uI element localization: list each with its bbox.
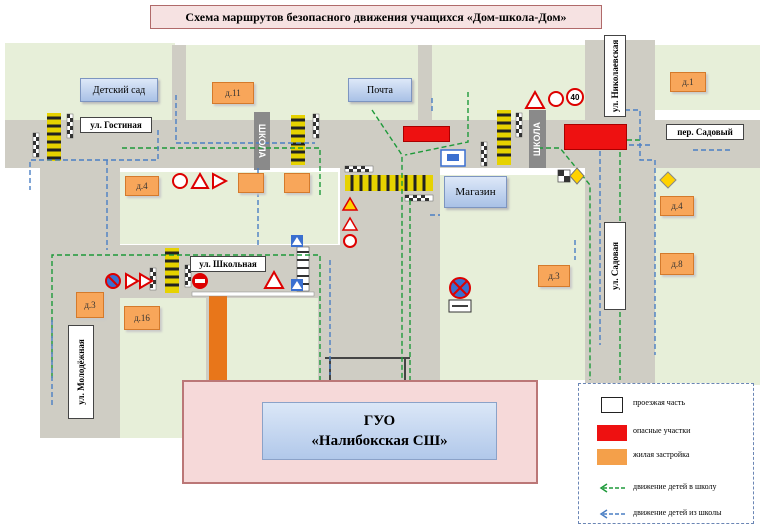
legend: проезжая часть опасные участки жилая зас… xyxy=(578,383,754,524)
danger-zone-crossroad xyxy=(564,124,627,150)
danger-zone-post xyxy=(403,126,450,142)
legend-item-danger: опасные участки xyxy=(579,424,755,444)
street-label-shkolnaya: ул. Школьная xyxy=(190,256,266,272)
street-label-sadovy-lane: пер. Садовый xyxy=(666,124,744,140)
road-marking-school-left: ШКОЛА xyxy=(257,123,268,159)
zebra-crossings xyxy=(47,110,511,293)
house-d3-mid: д.3 xyxy=(538,265,570,287)
map-title: Схема маршрутов безопасного движения уча… xyxy=(150,5,602,29)
street-label-gostinaya: ул. Гостиная xyxy=(80,117,152,133)
house-d3-left: д.3 xyxy=(76,292,104,318)
legend-swatch-housing xyxy=(597,449,627,465)
legend-item-housing: жилая застройка xyxy=(579,448,755,468)
house-d4-right: д.4 xyxy=(660,196,694,216)
house-d11: д.11 xyxy=(212,82,254,104)
kindergarten-building: Детский сад xyxy=(80,78,158,102)
street-label-sadovaya: ул. Садовая xyxy=(604,222,626,310)
legend-swatch-danger xyxy=(597,425,627,441)
legend-arrow-from-school xyxy=(599,509,627,519)
road-signs: 40 xyxy=(105,88,677,313)
legend-item-roadway: проезжая часть xyxy=(579,396,755,416)
street-label-molodezhnaya: ул. Молодёжная xyxy=(68,325,94,419)
house-d8: д.8 xyxy=(660,253,694,275)
legend-item-from-school: движение детей из школы xyxy=(579,506,755,526)
post-office-building: Почта xyxy=(348,78,412,102)
house-d16: д.16 xyxy=(124,306,160,330)
legend-arrow-to-school xyxy=(599,483,627,493)
house-d1: д.1 xyxy=(670,72,706,92)
legend-swatch-roadway xyxy=(601,397,623,413)
school-gate xyxy=(325,357,410,381)
street-label-nikolaevskaya: ул. Николаевская xyxy=(604,35,626,117)
school-name-line1: ГУО xyxy=(363,413,396,429)
barriers xyxy=(32,112,523,291)
house-d4-left: д.4 xyxy=(125,176,159,196)
school-building: ГУО «Налибокская СШ» xyxy=(262,402,497,460)
path-to-school xyxy=(209,293,227,381)
shop-building: Магазин xyxy=(444,176,507,208)
legend-item-to-school: движение детей в школу xyxy=(579,480,755,500)
house-block-a xyxy=(238,173,264,193)
road-marking-school-right: ШКОЛА xyxy=(532,121,543,157)
school-name-line2: «Налибокская СШ» xyxy=(311,433,448,449)
svg-text:40: 40 xyxy=(571,93,580,102)
house-block-b xyxy=(284,173,310,193)
